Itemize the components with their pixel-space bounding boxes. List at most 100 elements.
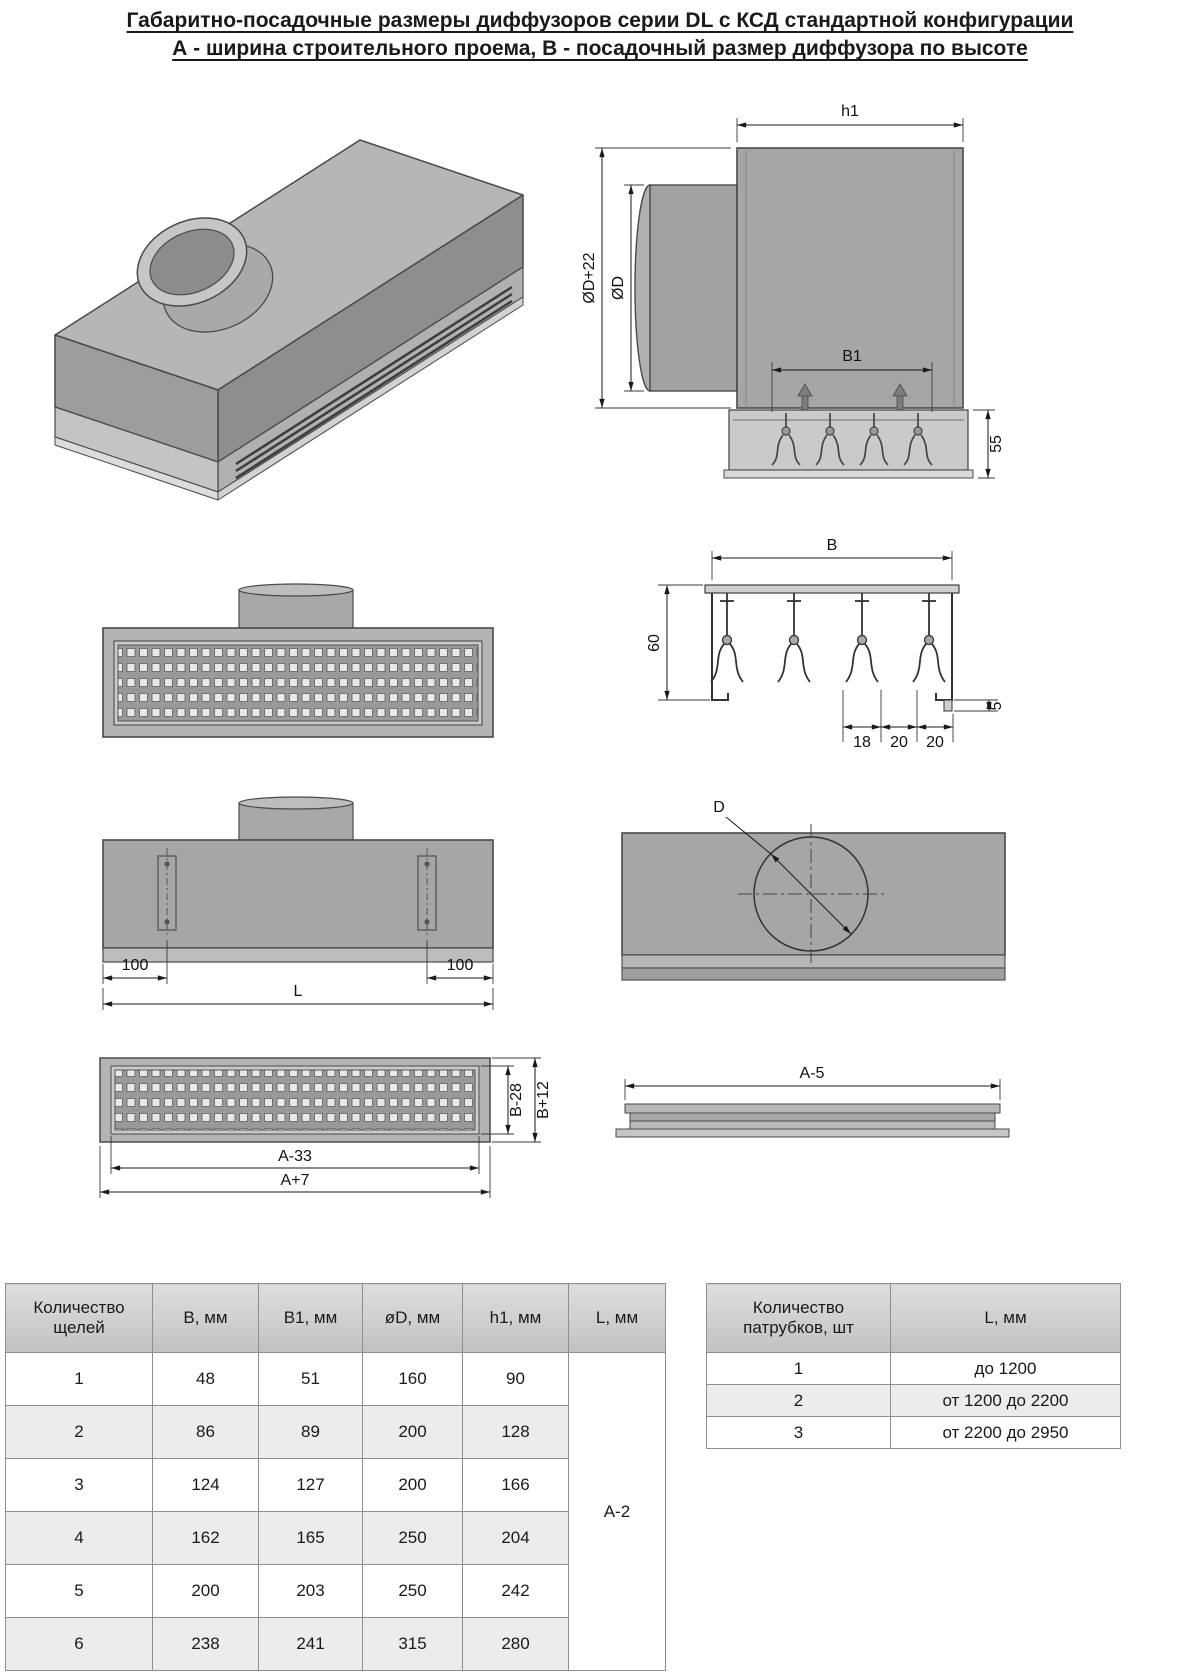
cell-slots: 5 [5, 1564, 153, 1618]
cell-b1: 203 [258, 1564, 363, 1618]
dim-label-18: 18 [853, 734, 871, 751]
header-slot-count: Количество щелей [5, 1283, 153, 1353]
length-table: Количество патрубков, шт L, мм 1 до 1200… [706, 1283, 1121, 1449]
dim-label-l: L [294, 983, 303, 1000]
cell-od: 200 [362, 1405, 463, 1459]
dim-label-b1: B1 [842, 348, 862, 365]
cell-b: 162 [152, 1511, 259, 1565]
cell-od: 250 [362, 1511, 463, 1565]
table-row: 1 до 1200 [706, 1352, 1121, 1385]
table-row: 2 от 1200 до 2200 [706, 1384, 1121, 1417]
cell-l-value: А-2 [568, 1352, 666, 1671]
cell-count: 3 [706, 1416, 891, 1449]
dim-label-h1: h1 [841, 103, 859, 120]
table-header-row: Количество щелей B, мм B1, мм øD, мм h1,… [5, 1283, 666, 1353]
cell-h1: 128 [462, 1405, 569, 1459]
cell-b1: 51 [258, 1352, 363, 1406]
profile-side-view: A-5 [615, 1065, 1010, 1138]
front-view-grille [102, 583, 494, 738]
dim-label-d: D [713, 799, 725, 816]
cell-od: 250 [362, 1564, 463, 1618]
diffuser-flange [723, 469, 974, 479]
dim-label-b-minus-28: B-28 [508, 1083, 525, 1117]
dim-label-a-minus-33: A-33 [278, 1148, 312, 1165]
header-h1: h1, мм [462, 1283, 569, 1353]
table-row: 1 48 51 160 90 А-2 [5, 1352, 666, 1671]
cell-h1: 90 [462, 1352, 569, 1406]
cell-od: 200 [362, 1458, 463, 1512]
duct-collar-hole [149, 228, 235, 296]
cell-count: 1 [706, 1352, 891, 1385]
side-view: h1 ØD+22 ØD B1 55 [581, 103, 1005, 479]
cell-l-range: до 1200 [890, 1352, 1121, 1385]
cell-b: 124 [152, 1458, 259, 1512]
dim-label-20b: 20 [926, 734, 944, 751]
duct-body [649, 184, 738, 392]
header-connections-count: Количество патрубков, шт [706, 1283, 891, 1353]
section-top-rail [704, 584, 960, 594]
cell-slots: 2 [5, 1405, 153, 1459]
cell-b1: 89 [258, 1405, 363, 1459]
section-left-channel [711, 593, 729, 701]
dim-label-a-minus-5: A-5 [800, 1065, 825, 1082]
cell-h1: 280 [462, 1617, 569, 1671]
bottom-flange [102, 947, 494, 963]
cell-b1: 241 [258, 1617, 363, 1671]
dim-label-b-plus-12: B+12 [535, 1081, 552, 1119]
technical-drawing: h1 ØD+22 ØD B1 55 B [54, 103, 1010, 1198]
section-right-channel [935, 593, 953, 701]
cell-b: 86 [152, 1405, 259, 1459]
diffuser-assembly [728, 409, 969, 471]
cell-l-range: от 2200 до 2950 [890, 1416, 1121, 1449]
page-title: Габаритно-посадочные размеры диффузоров … [0, 7, 1200, 63]
dim-label-a-plus-7: A+7 [281, 1172, 310, 1189]
grille-pattern [117, 644, 479, 722]
table-row: 3 124 127 200 166 [5, 1458, 666, 1512]
cell-slots: 3 [5, 1458, 153, 1512]
iso-bottom-flange-end [54, 436, 219, 501]
cell-h1: 242 [462, 1564, 569, 1618]
cell-b1: 165 [258, 1511, 363, 1565]
table-header-row: Количество патрубков, шт L, мм [706, 1283, 1121, 1353]
dim-label-100-left: 100 [122, 957, 149, 974]
dim-label-55: 55 [988, 435, 1005, 453]
isometric-view [54, 139, 524, 501]
section-right-lip [943, 699, 953, 712]
dim-label-5: 5 [988, 701, 1005, 710]
header-b1: B1, мм [258, 1283, 363, 1353]
cell-b: 200 [152, 1564, 259, 1618]
dim-label-60: 60 [646, 634, 663, 652]
front-view-dimensions: 100 100 L [102, 796, 494, 1010]
dim-label-od-plus-22: ØD+22 [581, 252, 598, 303]
table-row: 3 от 2200 до 2950 [706, 1416, 1121, 1449]
table-row: 2 86 89 200 128 [5, 1405, 666, 1459]
cell-slots: 4 [5, 1511, 153, 1565]
cell-count: 2 [706, 1384, 891, 1417]
side-view-duct-hole: D [621, 799, 1006, 981]
table-row: 4 162 165 250 204 [5, 1511, 666, 1565]
cell-slots: 1 [5, 1352, 153, 1406]
dim-label-100-right: 100 [447, 957, 474, 974]
cell-od: 315 [362, 1617, 463, 1671]
cell-slots: 6 [5, 1617, 153, 1671]
table-row: 5 200 203 250 242 [5, 1564, 666, 1618]
cell-h1: 204 [462, 1511, 569, 1565]
header-b: B, мм [152, 1283, 259, 1353]
dim-label-b: B [827, 537, 838, 554]
dim-label-od: ØD [610, 276, 627, 300]
cell-b: 238 [152, 1617, 259, 1671]
cell-b: 48 [152, 1352, 259, 1406]
cell-h1: 166 [462, 1458, 569, 1512]
header-l: L, мм [890, 1283, 1121, 1353]
section-view: B 60 5 [646, 537, 1005, 751]
title-line-2: А - ширина строительного проема, В - пос… [172, 37, 1028, 60]
cell-l-range: от 1200 до 2200 [890, 1384, 1121, 1417]
dimensions-table: Количество щелей B, мм B1, мм øD, мм h1,… [5, 1283, 666, 1671]
header-od: øD, мм [362, 1283, 463, 1353]
table-row: 6 238 241 315 280 [5, 1617, 666, 1671]
plenum-box [736, 147, 964, 409]
cell-od: 160 [362, 1352, 463, 1406]
header-l: L, мм [568, 1283, 666, 1353]
dim-label-20a: 20 [890, 734, 908, 751]
